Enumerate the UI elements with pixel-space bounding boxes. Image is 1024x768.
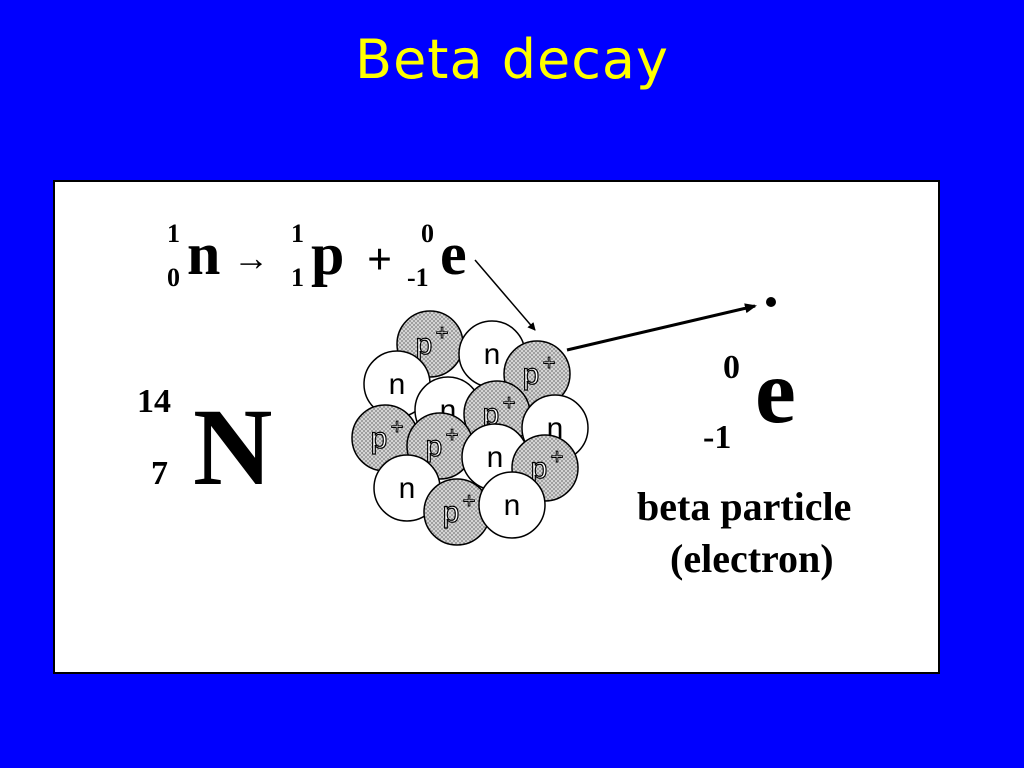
proton-charge-number: 1 — [291, 263, 304, 292]
neutron-label: n — [504, 489, 521, 522]
proton-label: p — [416, 328, 433, 361]
neutron-label: n — [389, 368, 406, 401]
neutron-label: n — [399, 472, 416, 505]
equation-pointer-arrow — [474, 259, 536, 331]
nitrogen-atomic-number: 7 — [151, 455, 168, 492]
beta-particle: 0 -1 e beta particle (electron) — [637, 340, 851, 581]
nitrogen-mass-number: 14 — [137, 383, 171, 420]
proton-charge-label: + — [391, 414, 404, 439]
neutron-label: n — [484, 338, 501, 371]
proton-charge-label: + — [446, 422, 459, 447]
proton-label: p — [523, 358, 540, 391]
proton-charge-label: + — [503, 390, 516, 415]
slide-title: Beta decay — [355, 28, 669, 91]
neutron-particle: n — [478, 471, 546, 539]
proton-charge-label: + — [436, 320, 449, 345]
beta-charge-number: -1 — [703, 419, 731, 456]
neutron-charge-number: 0 — [167, 263, 180, 292]
beta-symbol: e — [755, 340, 796, 442]
electron-symbol: e — [440, 221, 467, 287]
proton-charge-label: + — [543, 350, 556, 375]
proton-charge-label: + — [551, 444, 564, 469]
beta-mass-number: 0 — [723, 349, 740, 386]
proton-label: p — [426, 430, 443, 463]
neutron-circle — [478, 471, 546, 539]
proton-mass-number: 1 — [291, 219, 304, 248]
nitrogen-isotope: 14 7 N — [137, 383, 272, 508]
equation-plus: + — [367, 235, 392, 284]
proton-label: p — [483, 398, 500, 431]
beta-label-line2: (electron) — [670, 536, 834, 581]
proton-label: p — [531, 452, 548, 485]
equation-arrow: → — [233, 238, 269, 278]
beta-label-line1: beta particle — [637, 484, 851, 529]
electron-charge-number: -1 — [407, 263, 429, 292]
emission-arrow — [566, 303, 757, 352]
proton-particle: p+ — [423, 478, 491, 546]
neutron-symbol: n — [187, 221, 220, 287]
proton-label: p — [371, 422, 388, 455]
emitted-electron-dot — [766, 297, 776, 307]
proton-symbol: p — [311, 221, 344, 287]
neutron-label: n — [487, 441, 504, 474]
decay-equation: 1 0 n → 1 1 p + 0 -1 e — [167, 219, 467, 292]
neutron-mass-number: 1 — [167, 219, 180, 248]
proton-label: p — [443, 496, 460, 529]
nitrogen-symbol: N — [193, 386, 272, 508]
electron-mass-number: 0 — [421, 219, 434, 248]
proton-charge-label: + — [463, 488, 476, 513]
